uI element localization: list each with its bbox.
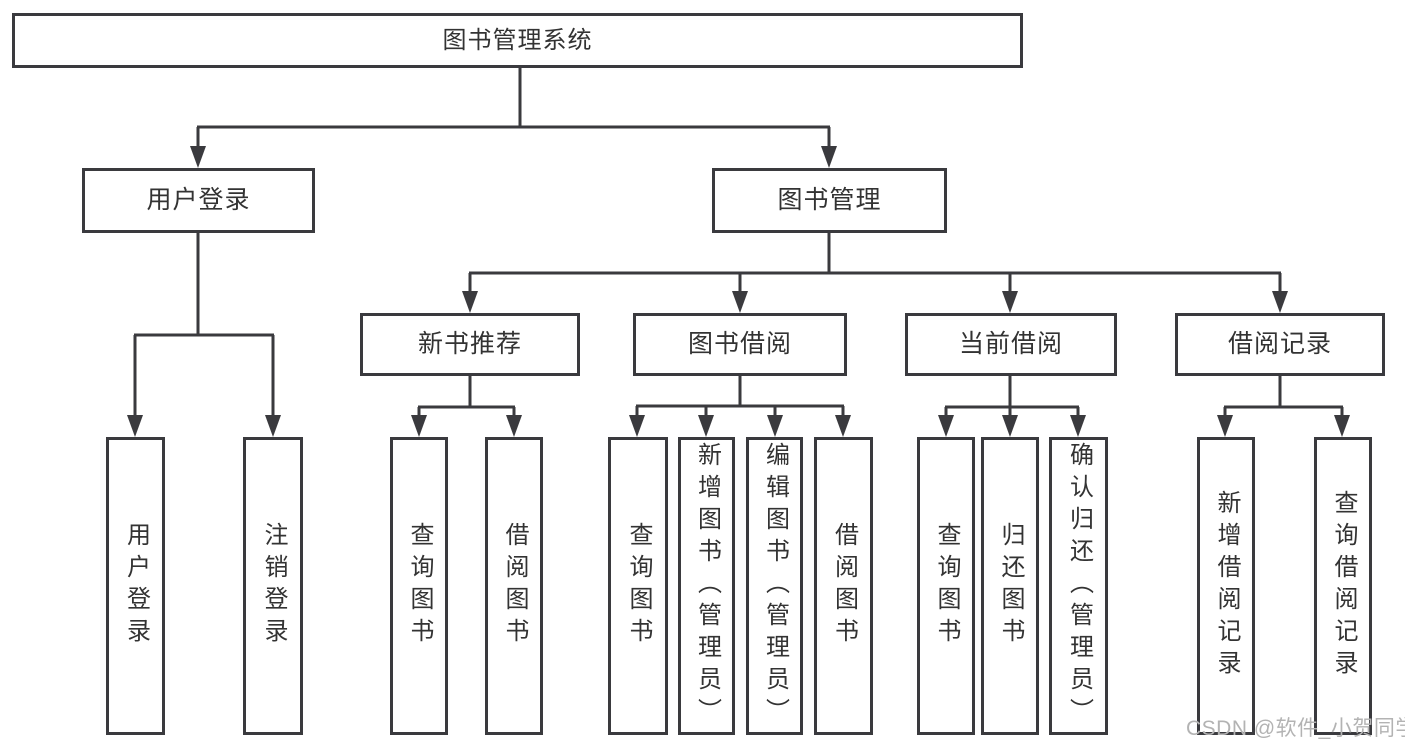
node-current-borrowing-label: 当前借阅 <box>958 330 1063 358</box>
leaf-query-books-2-label: 查询图书 <box>625 522 652 650</box>
leaf-edit-book-admin-label: 编辑图书（管理员） <box>761 442 789 730</box>
leaf-return-book: 归还图书 <box>981 437 1039 735</box>
node-root: 图书管理系统 <box>12 13 1023 68</box>
leaf-confirm-return-admin: 确认归还（管理员） <box>1049 437 1108 735</box>
leaf-add-borrow-record-label: 新增借阅记录 <box>1213 490 1240 682</box>
node-book-management: 图书管理 <box>712 168 947 233</box>
node-current-borrowing: 当前借阅 <box>905 313 1117 376</box>
leaf-borrow-books-1-label: 借阅图书 <box>501 522 528 650</box>
node-user-login: 用户登录 <box>82 168 315 233</box>
node-book-borrowing-label: 图书借阅 <box>687 330 792 358</box>
leaf-query-borrow-record-label: 查询借阅记录 <box>1330 490 1357 682</box>
leaf-borrow-books-2: 借阅图书 <box>814 437 873 735</box>
node-borrowing-records-label: 借阅记录 <box>1227 330 1332 358</box>
leaf-logout: 注销登录 <box>243 437 303 735</box>
leaf-borrow-books-1: 借阅图书 <box>485 437 543 735</box>
leaf-logout-label: 注销登录 <box>260 522 287 650</box>
leaf-return-book-label: 归还图书 <box>997 522 1024 650</box>
node-book-management-label: 图书管理 <box>777 186 882 214</box>
node-new-book-recommendation: 新书推荐 <box>360 313 580 376</box>
leaf-add-borrow-record: 新增借阅记录 <box>1197 437 1255 735</box>
leaf-query-books-1-label: 查询图书 <box>406 522 433 650</box>
leaf-query-books-1: 查询图书 <box>390 437 448 735</box>
leaf-confirm-return-admin-label: 确认归还（管理员） <box>1065 442 1093 730</box>
leaf-user-login-label: 用户登录 <box>122 522 150 650</box>
csdn-watermark: CSDN @软件_小贺同学 <box>1186 717 1405 740</box>
leaf-borrow-books-2-label: 借阅图书 <box>830 522 858 650</box>
node-root-label: 图书管理系统 <box>442 26 593 54</box>
arrowheads <box>127 146 1350 437</box>
leaf-query-borrow-record: 查询借阅记录 <box>1314 437 1372 735</box>
node-borrowing-records: 借阅记录 <box>1175 313 1385 376</box>
leaf-user-login: 用户登录 <box>106 437 165 735</box>
leaf-add-book-admin-label: 新增图书（管理员） <box>693 442 721 730</box>
leaf-query-books-2: 查询图书 <box>608 437 668 735</box>
leaf-add-book-admin: 新增图书（管理员） <box>678 437 735 735</box>
node-new-book-recommendation-label: 新书推荐 <box>417 330 522 358</box>
leaf-edit-book-admin: 编辑图书（管理员） <box>746 437 803 735</box>
node-book-borrowing: 图书借阅 <box>633 313 847 376</box>
leaf-query-books-3: 查询图书 <box>917 437 975 735</box>
node-user-login-label: 用户登录 <box>146 186 251 214</box>
leaf-query-books-3-label: 查询图书 <box>933 522 960 650</box>
